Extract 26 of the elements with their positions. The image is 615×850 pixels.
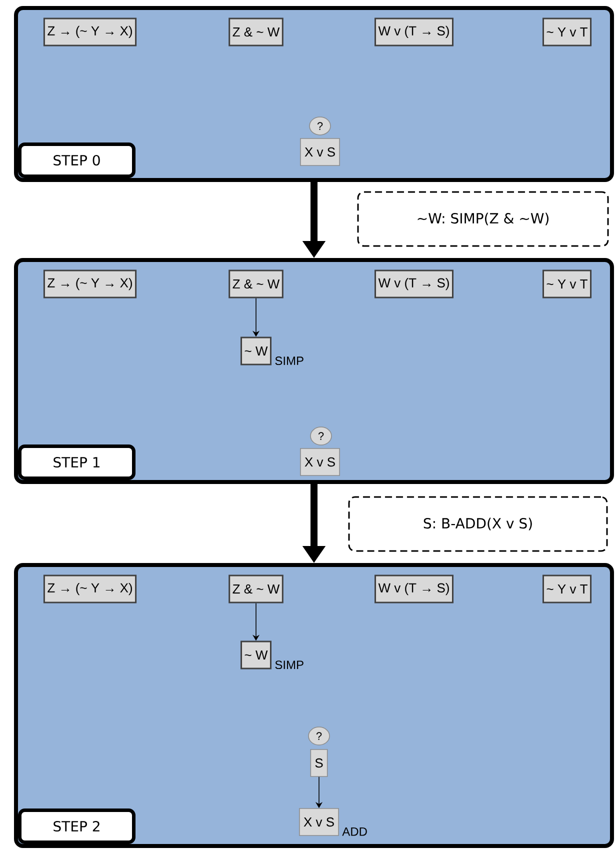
premise-box: Z & ~ W [228,574,284,604]
premise-box: ~ Y v T [542,18,592,46]
question-bubble: ? [310,426,332,446]
derived-box: ~ W [240,640,272,670]
goal-box: X v S [300,138,340,166]
question-bubble: ? [309,116,331,136]
premise-box: Z & ~ W [228,18,284,46]
derived-box: ~ W [240,336,272,366]
premise-box: Z → (~ Y → X) [43,270,137,298]
premise-box: W v (T → S) [374,18,454,46]
rule-label: ADD [342,827,367,836]
rule-note-box: S: B-ADD(X v S) [348,496,608,552]
goal-box: S [310,749,328,777]
premise-box: ~ Y v T [542,270,592,298]
rule-label: SIMP [275,356,304,366]
question-bubble: ? [308,726,330,746]
rule-label: SIMP [275,660,304,670]
goal-box: X v S [300,448,340,476]
rule-note-box: ~W: SIMP(Z & ~W) [357,191,609,247]
premise-box: W v (T → S) [374,270,454,298]
premise-box: Z → (~ Y → X) [43,574,137,604]
premise-box: ~ Y v T [542,574,592,604]
premise-box: Z & ~ W [228,270,284,298]
premise-box: W v (T → S) [374,574,454,604]
goal-box: X v S [299,808,339,836]
premise-box: Z → (~ Y → X) [43,18,137,46]
